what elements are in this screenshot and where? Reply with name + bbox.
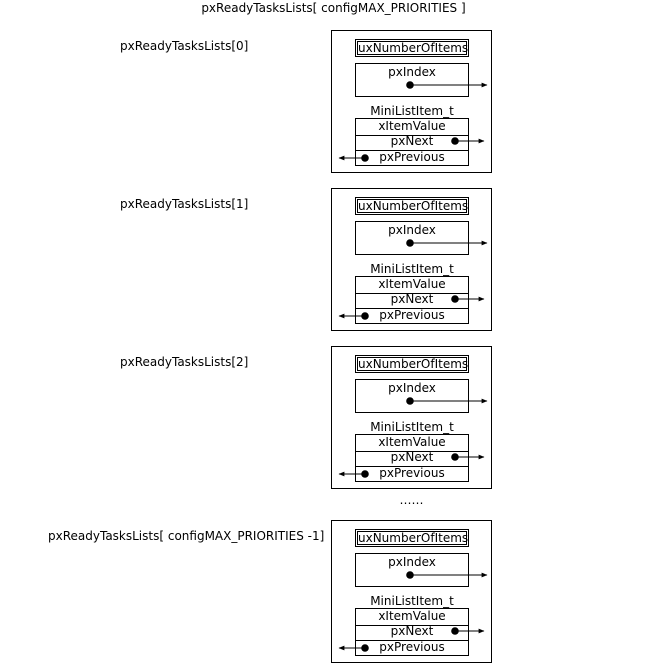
x-item-value-row: xItemValue <box>356 435 468 452</box>
ux-number-of-items-label: uxNumberOfItems <box>357 531 469 545</box>
mini-list-item-box: xItemValue pxNext pxPrevious <box>355 276 469 324</box>
px-index-label: pxIndex <box>388 223 436 237</box>
list-block-2: uxNumberOfItems pxIndex MiniListItem_t x… <box>331 346 492 489</box>
px-previous-row: pxPrevious <box>379 308 445 322</box>
mini-list-item-box: xItemValue pxNext pxPrevious <box>355 118 469 166</box>
px-index-box: pxIndex <box>355 553 469 587</box>
list-block-0: uxNumberOfItems pxIndex MiniListItem_t x… <box>331 30 492 173</box>
x-item-value-row: xItemValue <box>356 119 468 136</box>
px-next-row: pxNext <box>356 624 468 641</box>
list-label-0: pxReadyTasksLists[0] <box>120 39 249 53</box>
px-next-row: pxNext <box>356 292 468 309</box>
px-previous-row: pxPrevious <box>379 150 445 164</box>
ux-number-of-items-label: uxNumberOfItems <box>357 41 469 55</box>
mini-list-item-title: MiniListItem_t <box>370 262 454 276</box>
list-label-1: pxReadyTasksLists[1] <box>120 197 249 211</box>
ux-number-of-items-box: uxNumberOfItems <box>355 197 469 215</box>
px-index-label: pxIndex <box>388 65 436 79</box>
mini-list-item-title: MiniListItem_t <box>370 104 454 118</box>
mini-list-item-title: MiniListItem_t <box>370 594 454 608</box>
list-label-last: pxReadyTasksLists[ configMAX_PRIORITIES … <box>48 529 325 543</box>
ux-number-of-items-label: uxNumberOfItems <box>357 357 469 371</box>
px-index-box: pxIndex <box>355 379 469 413</box>
ux-number-of-items-box: uxNumberOfItems <box>355 529 469 547</box>
mini-list-item-title: MiniListItem_t <box>370 420 454 434</box>
px-index-box: pxIndex <box>355 221 469 255</box>
ux-number-of-items-box: uxNumberOfItems <box>355 39 469 57</box>
diagram-title: pxReadyTasksLists[ configMAX_PRIORITIES … <box>201 1 466 15</box>
px-next-row: pxNext <box>356 450 468 467</box>
list-block-last: uxNumberOfItems pxIndex MiniListItem_t x… <box>331 520 492 663</box>
ux-number-of-items-label: uxNumberOfItems <box>357 199 469 213</box>
px-index-label: pxIndex <box>388 555 436 569</box>
list-block-1: uxNumberOfItems pxIndex MiniListItem_t x… <box>331 188 492 331</box>
mini-list-item-box: xItemValue pxNext pxPrevious <box>355 434 469 482</box>
px-index-box: pxIndex <box>355 63 469 97</box>
x-item-value-row: xItemValue <box>356 609 468 626</box>
px-index-label: pxIndex <box>388 381 436 395</box>
list-label-2: pxReadyTasksLists[2] <box>120 355 249 369</box>
mini-list-item-box: xItemValue pxNext pxPrevious <box>355 608 469 656</box>
px-previous-row: pxPrevious <box>379 466 445 480</box>
ux-number-of-items-box: uxNumberOfItems <box>355 355 469 373</box>
px-previous-row: pxPrevious <box>379 640 445 654</box>
x-item-value-row: xItemValue <box>356 277 468 294</box>
ellipsis: …… <box>399 493 424 507</box>
px-next-row: pxNext <box>356 134 468 151</box>
